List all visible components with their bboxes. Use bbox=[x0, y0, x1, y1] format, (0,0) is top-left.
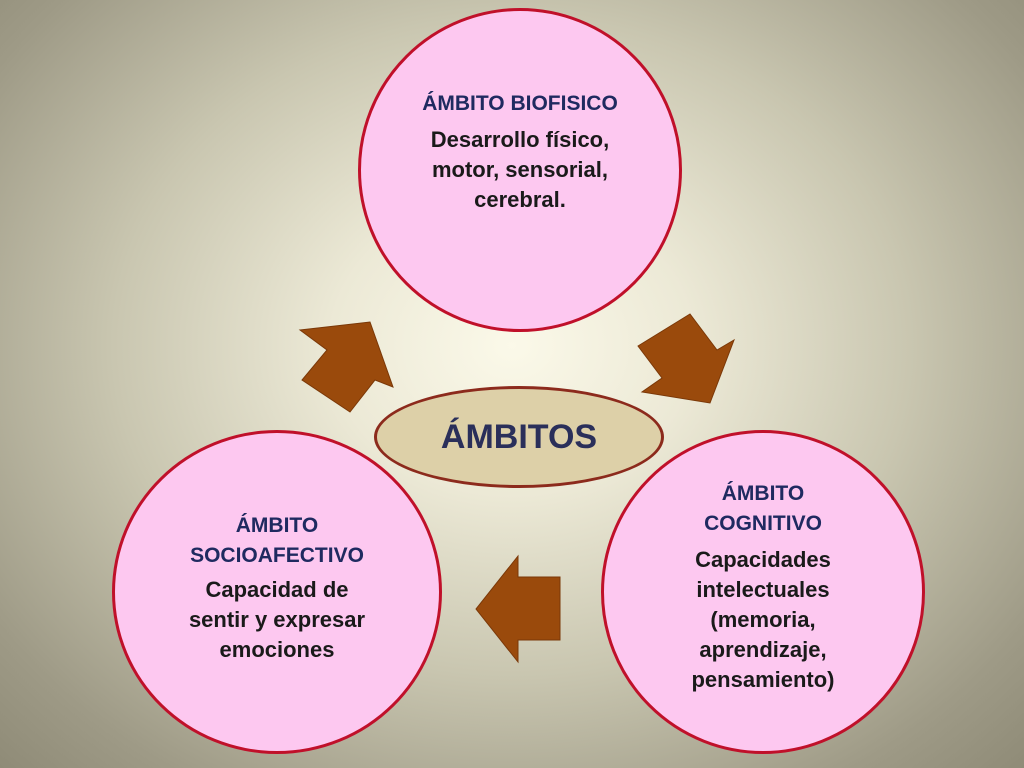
cognitivo-title: ÁMBITO COGNITIVO bbox=[704, 482, 822, 535]
arrow-bio-to-cog-icon bbox=[637, 313, 735, 404]
socioafectivo-description: Capacidad de sentir y expresar emociones bbox=[188, 577, 366, 662]
cognitivo-description: Capacidades intelectuales (memoria, apre… bbox=[691, 547, 835, 692]
arrow-soc-to-bio-icon bbox=[298, 321, 394, 413]
socioafectivo-title: ÁMBITO SOCIOAFECTIVO bbox=[190, 514, 364, 567]
circle-biofisico: ÁMBITO BIOFISICO Desarrollo físico, moto… bbox=[358, 8, 682, 332]
circle-socioafectivo: ÁMBITO SOCIOAFECTIVO Capacidad de sentir… bbox=[112, 430, 442, 754]
biofisico-description: Desarrollo físico, motor, sensorial, cer… bbox=[430, 127, 610, 212]
center-ambitos-ellipse: ÁMBITOS bbox=[374, 386, 664, 488]
arrow-cog-to-soc-icon bbox=[475, 554, 561, 664]
center-label: ÁMBITOS bbox=[440, 417, 598, 456]
circle-cognitivo: ÁMBITO COGNITIVO Capacidades intelectual… bbox=[601, 430, 925, 754]
biofisico-title: ÁMBITO BIOFISICO bbox=[422, 92, 618, 115]
